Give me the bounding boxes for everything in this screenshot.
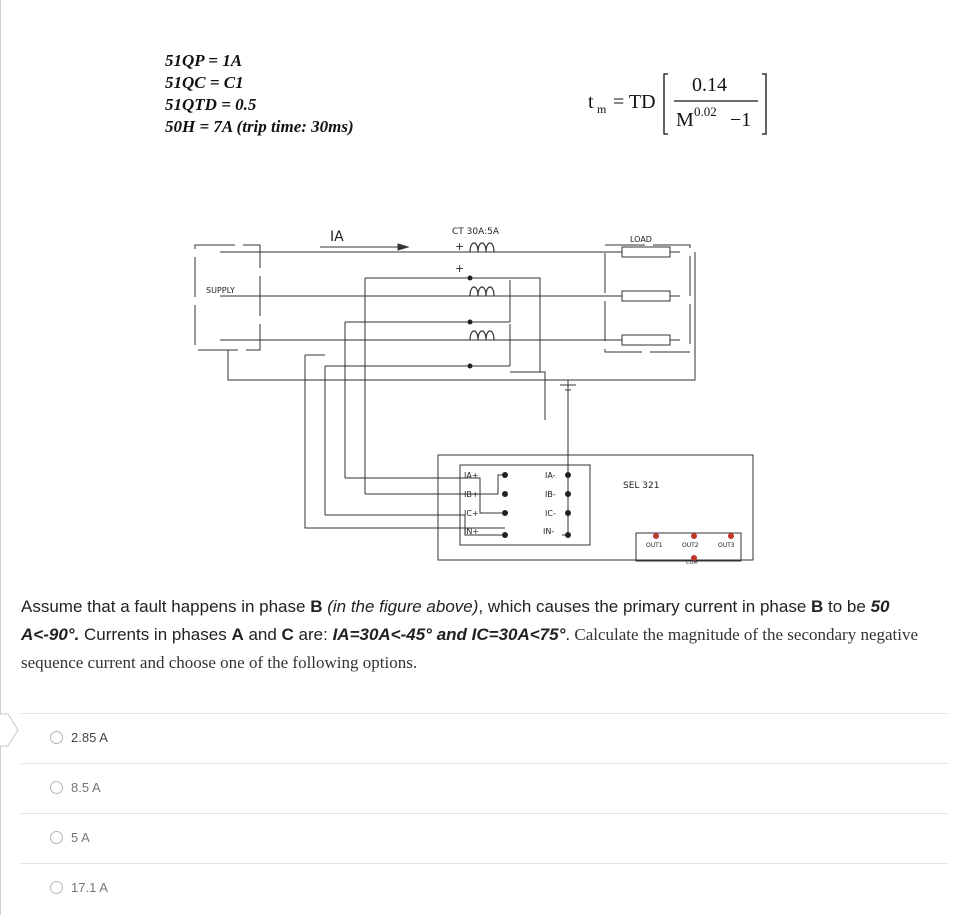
options-divider	[21, 763, 948, 764]
question-part: .	[565, 625, 571, 644]
load-label: LOAD	[630, 235, 652, 244]
page-left-border	[0, 0, 1, 915]
time-curve-formula: t m = TD 0.14 M 0.02 −1	[588, 73, 767, 135]
radio-button[interactable]	[50, 781, 63, 794]
question-italic: (in the figure above)	[322, 597, 479, 616]
current-item-arrow-icon	[0, 713, 19, 747]
terminal-ic-plus: IC+	[464, 509, 479, 518]
relay-settings: 51QP = 1A 51QC = C1 51QTD = 0.5 50H = 7A…	[165, 50, 354, 138]
relay-label: SEL 321	[623, 481, 659, 491]
formula-equals-td: = TD	[613, 91, 656, 113]
question-bold: A	[231, 625, 244, 644]
question-text: Assume that a fault happens in phase B (…	[21, 593, 936, 677]
radio-button[interactable]	[50, 731, 63, 744]
option-5-a[interactable]: 5 A	[50, 830, 90, 845]
terminal-ia-minus: IA-	[545, 471, 556, 480]
question-part: Assume that a fault happens in phase	[21, 597, 311, 616]
option-2-85-a[interactable]: 2.85 A	[50, 730, 108, 745]
radio-button[interactable]	[50, 831, 63, 844]
ct-ratio-label: CT 30A:5A	[452, 227, 500, 237]
question-part: are:	[293, 625, 333, 644]
terminal-ib-minus: IB-	[545, 490, 556, 499]
question-part: , which causes the primary current in ph…	[478, 597, 812, 616]
question-part: to be	[823, 597, 871, 616]
terminal-ia-plus: IA+	[464, 471, 479, 480]
formula-denominator-tail: −1	[730, 109, 751, 131]
supply-label: SUPPLY	[206, 286, 235, 295]
terminal-ib-plus: IB+	[464, 490, 479, 499]
question-bold-italic: 50 A<-90°.	[21, 597, 890, 644]
option-17-1-a[interactable]: 17.1 A	[50, 880, 108, 895]
question-serif-part: Calculate the magnitude of the secondary…	[21, 625, 919, 672]
option-label: 8.5 A	[71, 780, 101, 795]
question-bold: C	[281, 625, 294, 644]
setting-51qtd: 51QTD = 0.5	[165, 95, 257, 114]
question-part: and	[243, 625, 282, 644]
formula-lhs: t	[588, 91, 594, 113]
wiring-diagram: IA CT 30A:5A + + SUPPLY LOAD SEL 321 IA+…	[194, 227, 754, 566]
formula-numerator: 0.14	[692, 74, 727, 96]
setting-51qp: 51QP = 1A	[165, 51, 243, 70]
output-1: OUT1	[646, 542, 663, 549]
option-label: 17.1 A	[71, 880, 108, 895]
output-com: COM	[686, 560, 698, 566]
terminal-in-plus: IN+	[464, 527, 479, 536]
setting-51qc: 51QC = C1	[165, 73, 244, 92]
radio-button[interactable]	[50, 881, 63, 894]
option-8-5-a[interactable]: 8.5 A	[50, 780, 101, 795]
terminal-ic-minus: IC-	[545, 509, 556, 518]
options-divider	[21, 713, 948, 714]
question-bold-italic: IA=30A<-45° and IC=30A<75°	[332, 625, 566, 644]
formula-lhs-sub: m	[597, 102, 607, 116]
ia-current-label: IA	[330, 229, 344, 245]
question-bold: B	[310, 597, 323, 616]
formula-denominator-exp: 0.02	[694, 104, 717, 119]
option-label: 5 A	[71, 830, 90, 845]
options-divider	[21, 813, 948, 814]
setting-50h: 50H = 7A (trip time: 30ms)	[165, 117, 354, 136]
output-3: OUT3	[718, 542, 735, 549]
terminal-in-minus: IN-	[543, 527, 554, 536]
options-divider	[21, 863, 948, 864]
ct-plus-1: +	[455, 240, 464, 253]
question-part: Currents in phases	[79, 625, 232, 644]
formula-denominator-base: M	[676, 109, 694, 131]
question-bold: B	[811, 597, 824, 616]
option-label: 2.85 A	[71, 730, 108, 745]
output-2: OUT2	[682, 542, 699, 549]
ct-plus-2: +	[455, 262, 464, 275]
